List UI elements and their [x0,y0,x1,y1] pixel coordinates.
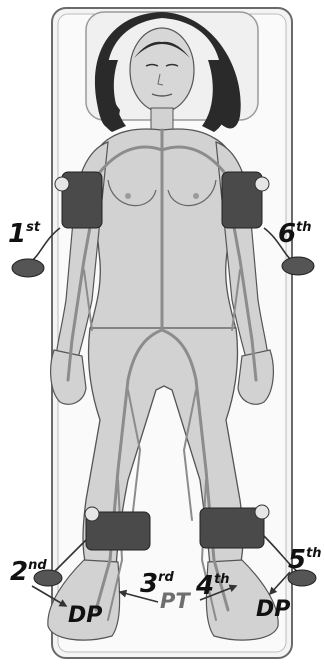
label-5th: 5th [288,545,322,575]
label-1st: 1st [8,219,41,249]
label-6th: 6th [278,219,312,249]
label-dp-left: DP [68,603,102,628]
right-arm-bulb-icon [282,257,314,275]
label-dp-right: DP [256,597,290,622]
label-pt: PT [160,589,191,613]
left-arm-bulb-icon [12,259,44,277]
